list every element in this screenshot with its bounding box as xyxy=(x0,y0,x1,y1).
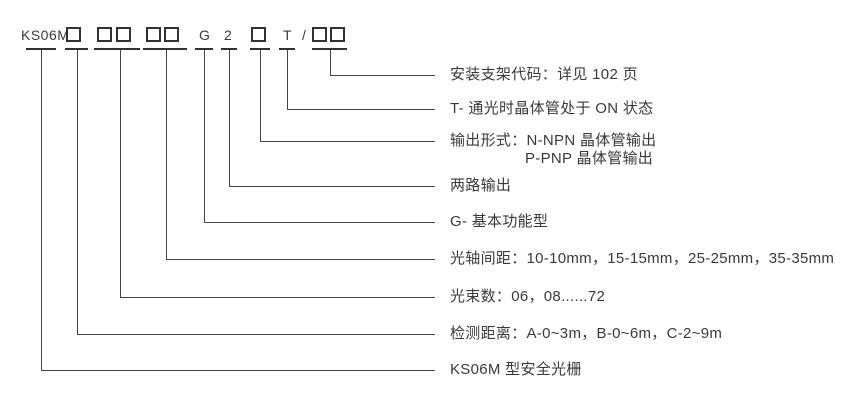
code-box-axis-spacing-2 xyxy=(164,27,179,42)
code-box-bracket-2 xyxy=(330,27,345,42)
leader-beam-count-horizontal xyxy=(120,297,435,298)
legend-beam-count: 光束数：06，08......72 xyxy=(450,288,606,305)
code-box-output-form xyxy=(251,27,266,42)
code-function-label: G xyxy=(199,27,211,43)
tick-channels xyxy=(221,48,237,50)
code-box-detection-distance xyxy=(66,27,81,42)
legend-function: G- 基本功能型 xyxy=(450,213,549,230)
tick-axis-spacing xyxy=(143,48,187,50)
leader-detection-distance-horizontal xyxy=(77,334,435,335)
leader-bracket-code-vertical xyxy=(330,50,331,75)
legend-axis-spacing: 光轴间距：10-10mm，15-15mm，25-25mm，35-35mm xyxy=(450,250,835,267)
tick-series xyxy=(26,48,56,50)
tick-function xyxy=(195,48,213,50)
code-separator-slash: / xyxy=(302,27,307,43)
tick-bracket-code xyxy=(312,48,347,50)
leader-function-horizontal xyxy=(204,222,435,223)
leader-t-flag-vertical xyxy=(287,50,288,109)
tick-beam-count xyxy=(94,48,140,50)
legend-detection-distance: 检测距离：A-0~3m，B-0~6m，C-2~9m xyxy=(450,325,723,342)
leader-detection-distance-vertical xyxy=(77,50,78,334)
leader-series-horizontal xyxy=(41,370,435,371)
tick-detection-distance xyxy=(65,48,88,50)
legend-output-form-line1: 输出形式：N-NPN 晶体管输出 xyxy=(450,132,657,149)
legend-series: KS06M 型安全光栅 xyxy=(450,361,582,378)
code-box-beam-count-1 xyxy=(97,27,112,42)
leader-series-vertical xyxy=(41,50,42,370)
code-box-beam-count-2 xyxy=(116,27,131,42)
leader-t-flag-horizontal xyxy=(287,109,435,110)
leader-axis-spacing-vertical xyxy=(166,50,167,259)
legend-output-form-line2: P-PNP 晶体管输出 xyxy=(525,150,654,167)
leader-beam-count-vertical xyxy=(120,50,121,297)
code-t-flag-label: T xyxy=(283,27,293,43)
legend-output-form: 输出形式：N-NPN 晶体管输出 P-PNP 晶体管输出 xyxy=(450,132,656,168)
leader-output-form-vertical xyxy=(260,50,261,141)
leader-function-vertical xyxy=(204,50,205,222)
code-channels-label: 2 xyxy=(224,27,233,43)
leader-output-form-horizontal xyxy=(260,141,435,142)
code-box-axis-spacing-1 xyxy=(146,27,161,42)
legend-bracket-code: 安装支架代码：详见 102 页 xyxy=(450,66,638,83)
code-box-bracket-1 xyxy=(312,27,327,42)
legend-t-flag: T- 通光时晶体管处于 ON 状态 xyxy=(450,100,654,117)
leader-channels-vertical xyxy=(229,50,230,186)
tick-output-form xyxy=(250,48,270,50)
tick-t-flag xyxy=(279,48,295,50)
code-prefix-label: KS06M xyxy=(21,27,70,43)
leader-bracket-code-horizontal xyxy=(330,75,435,76)
leader-channels-horizontal xyxy=(229,186,435,187)
legend-channels: 两路输出 xyxy=(450,177,512,194)
leader-axis-spacing-horizontal xyxy=(166,259,435,260)
